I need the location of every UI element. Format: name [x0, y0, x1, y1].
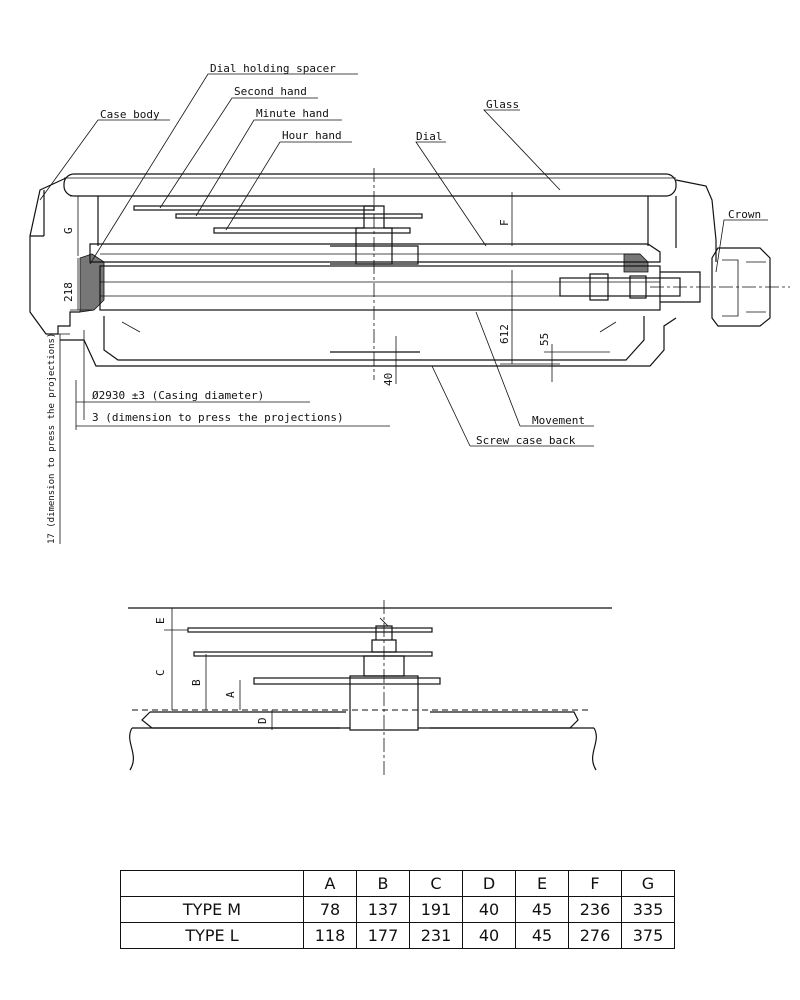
table-header-cell: D [462, 870, 516, 897]
detail-dial-surface [141, 711, 579, 729]
table-row: TYPE M 78 137 191 40 45 236 335 [120, 896, 675, 923]
dial-plate [89, 243, 661, 263]
hand-height-detail [128, 600, 612, 776]
label-dial: Dial [416, 130, 443, 143]
table-cell: 236 [568, 896, 622, 923]
dim-218: 218 [62, 282, 75, 302]
label-dial-holding-spacer: Dial holding spacer [210, 62, 336, 75]
detail-label-e: E [154, 617, 167, 624]
table-header-cell: A [303, 870, 357, 897]
table-row: TYPE L 118 177 231 40 45 276 375 [120, 922, 675, 949]
dial-holding-spacer [79, 253, 105, 313]
detail-hour-hand [253, 677, 441, 685]
movement-body [99, 265, 661, 311]
detail-second-hand [187, 627, 433, 633]
detail-label-b: B [190, 679, 203, 686]
label-hour-hand: Hour hand [282, 129, 342, 142]
dim-press-projections: 3 (dimension to press the projections) [92, 411, 344, 424]
table-header-cell: E [515, 870, 569, 897]
table-cell: 78 [303, 896, 357, 923]
label-second-hand: Second hand [234, 85, 307, 98]
dim-press-projections-vertical: 17 (dimension to press the projections) [47, 333, 57, 544]
second-hand [133, 205, 375, 211]
labels: Dial holding spacer Second hand Minute h… [47, 62, 761, 544]
table-row-label: TYPE L [120, 922, 304, 949]
dim-55: 55 [538, 333, 551, 346]
table-corner-cell [120, 870, 304, 897]
table-cell: 45 [515, 896, 569, 923]
label-screw-case-back: Screw case back [476, 434, 576, 447]
detail-label-c: C [154, 669, 167, 676]
table-cell: 118 [303, 922, 357, 949]
table-cell: 335 [621, 896, 675, 923]
dim-casing-diameter: Ø2930 ±3 (Casing diameter) [92, 389, 264, 402]
dim-f: F [498, 219, 511, 226]
label-crown: Crown [728, 208, 761, 221]
table-cell: 137 [356, 896, 410, 923]
table-header-row: A B C D E F G [120, 870, 675, 897]
table-cell: 191 [409, 896, 463, 923]
detail-minute-hand [193, 651, 433, 657]
detail-labels: E C B A D [154, 617, 269, 724]
label-movement: Movement [532, 414, 585, 427]
label-glass: Glass [486, 98, 519, 111]
table-cell: 375 [621, 922, 675, 949]
dimension-table: A B C D E F G TYPE M 78 137 191 40 45 23… [120, 870, 675, 949]
case-body-outline [29, 177, 80, 335]
dim-612: 612 [498, 324, 511, 344]
detail-label-a: A [224, 691, 237, 698]
label-case-body: Case body [100, 108, 160, 121]
table-cell: 40 [462, 922, 516, 949]
label-minute-hand: Minute hand [256, 107, 329, 120]
case-back [60, 317, 677, 367]
table-header-cell: C [409, 870, 463, 897]
leader-lines [39, 73, 768, 447]
minute-hand [175, 213, 423, 219]
table-cell: 231 [409, 922, 463, 949]
table-cell: 177 [356, 922, 410, 949]
cross-section-view [29, 168, 790, 380]
table-cell: 40 [462, 896, 516, 923]
table-header-cell: G [621, 870, 675, 897]
dimension-lines [52, 192, 610, 544]
table-header-cell: B [356, 870, 410, 897]
table-row-label: TYPE M [120, 896, 304, 923]
table-cell: 276 [568, 922, 622, 949]
glass [63, 173, 677, 197]
dim-g: G [62, 227, 75, 234]
table-header-cell: F [568, 870, 622, 897]
hour-hand [213, 227, 411, 234]
detail-label-d: D [256, 717, 269, 724]
table-cell: 45 [515, 922, 569, 949]
dim-40: 40 [382, 373, 395, 386]
crown-head [711, 247, 771, 327]
